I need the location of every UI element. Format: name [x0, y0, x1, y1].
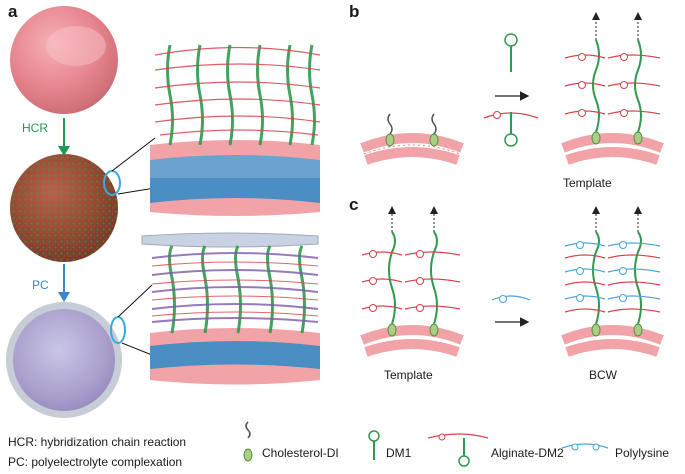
footnote-hcr: HCR: hybridization chain reaction: [8, 435, 187, 449]
hcr-arrow: [58, 118, 70, 156]
membrane-b-right: [561, 12, 664, 165]
membrane-c-right: [561, 206, 664, 357]
zoom-callout-bottom: [110, 284, 153, 356]
pc-step-label: PC: [32, 278, 49, 292]
membrane-c-left: [360, 206, 464, 357]
legend-icon-polylysine: [561, 443, 609, 451]
sphere-template: [10, 6, 118, 114]
sphere-bcw: [6, 302, 122, 418]
zoom-callout-top: [103, 137, 156, 196]
footnote-pc: PC: polyelectrolyte complexation: [8, 455, 183, 469]
template-caption-b: Template: [563, 176, 612, 190]
hcr-step-label: HCR: [22, 121, 48, 135]
legend-icon-alginate: [427, 433, 489, 467]
legend-label-dm1: DM1: [386, 446, 412, 460]
legend-label-polylysine: Polylysine: [615, 446, 670, 460]
pc-arrow: [58, 264, 70, 302]
reagent-c: [491, 295, 531, 327]
template-caption-c: Template: [384, 368, 433, 382]
membrane-b-left: [360, 113, 464, 165]
membrane-block-hcr: [150, 44, 321, 216]
legend-icon-cholesterol: [243, 421, 253, 462]
reagents-b: [483, 33, 539, 147]
panel-label-c: c: [349, 195, 359, 214]
legend-icon-dm1: [368, 430, 380, 460]
panel-label-a: a: [8, 2, 18, 21]
bcw-caption: BCW: [589, 368, 617, 382]
legend-label-alginate: Alginate-DM2: [491, 446, 564, 460]
panel-label-b: b: [349, 2, 360, 21]
legend-label-cholesterol: Cholesterol-DI: [262, 446, 339, 460]
membrane-block-bcw: [141, 232, 320, 385]
sphere-hcr: [10, 154, 118, 262]
